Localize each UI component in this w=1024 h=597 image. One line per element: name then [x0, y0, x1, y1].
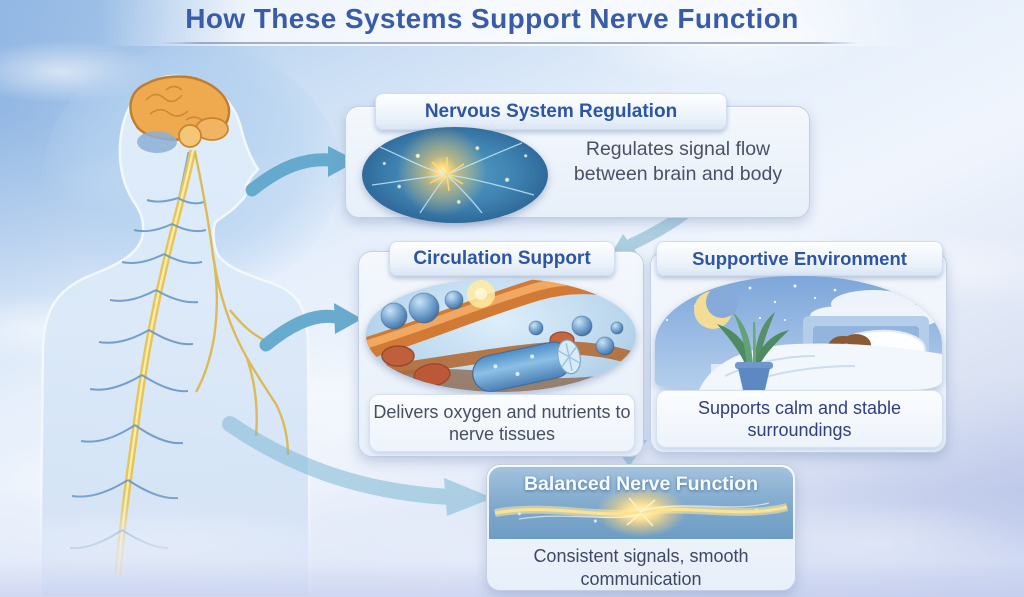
card-body-text: Regulates signal flow between brain and … — [573, 138, 783, 185]
card-circulation-support: Circulation Support — [358, 241, 644, 457]
card-body-text: Consistent signals, smooth communication — [533, 546, 749, 589]
neural-network-image — [362, 127, 548, 223]
circulation-image — [366, 278, 636, 392]
title-underline — [160, 42, 858, 44]
card-nervous-system-regulation: Nervous System Regulation Regulates sign… — [345, 93, 810, 223]
card-body-text: Delivers oxygen and nutrients to nerve t… — [373, 401, 631, 445]
human-figure-illustration — [38, 46, 340, 597]
neural-fibers — [371, 142, 535, 214]
card-header-tab: Circulation Support — [389, 241, 615, 276]
card-title: Supportive Environment — [692, 247, 907, 269]
card-header-tab: Nervous System Regulation — [375, 93, 727, 130]
card-title: Balanced Nerve Function — [523, 473, 759, 495]
card-balanced-nerve-function: Balanced Nerve Function Consistent signa… — [486, 464, 796, 591]
circulation-scene — [366, 278, 636, 392]
page-title: How These Systems Support Nerve Function — [185, 3, 799, 34]
card-supportive-environment: Supportive Environment — [650, 241, 947, 453]
card-header-tab: Supportive Environment — [656, 241, 943, 276]
card-body-box: Supports calm and stable surroundings — [656, 390, 943, 448]
card-body-text: Supports calm and stable surroundings — [697, 397, 902, 441]
card-title: Circulation Support — [413, 247, 591, 269]
card-title: Nervous System Regulation — [424, 100, 678, 122]
sleep-scene — [655, 276, 942, 390]
brain-underside — [137, 131, 177, 153]
card-body-box: Delivers oxygen and nutrients to nerve t… — [369, 394, 635, 452]
balanced-energy-image: Balanced Nerve Function — [489, 467, 793, 539]
sleep-scene-image — [655, 276, 942, 390]
